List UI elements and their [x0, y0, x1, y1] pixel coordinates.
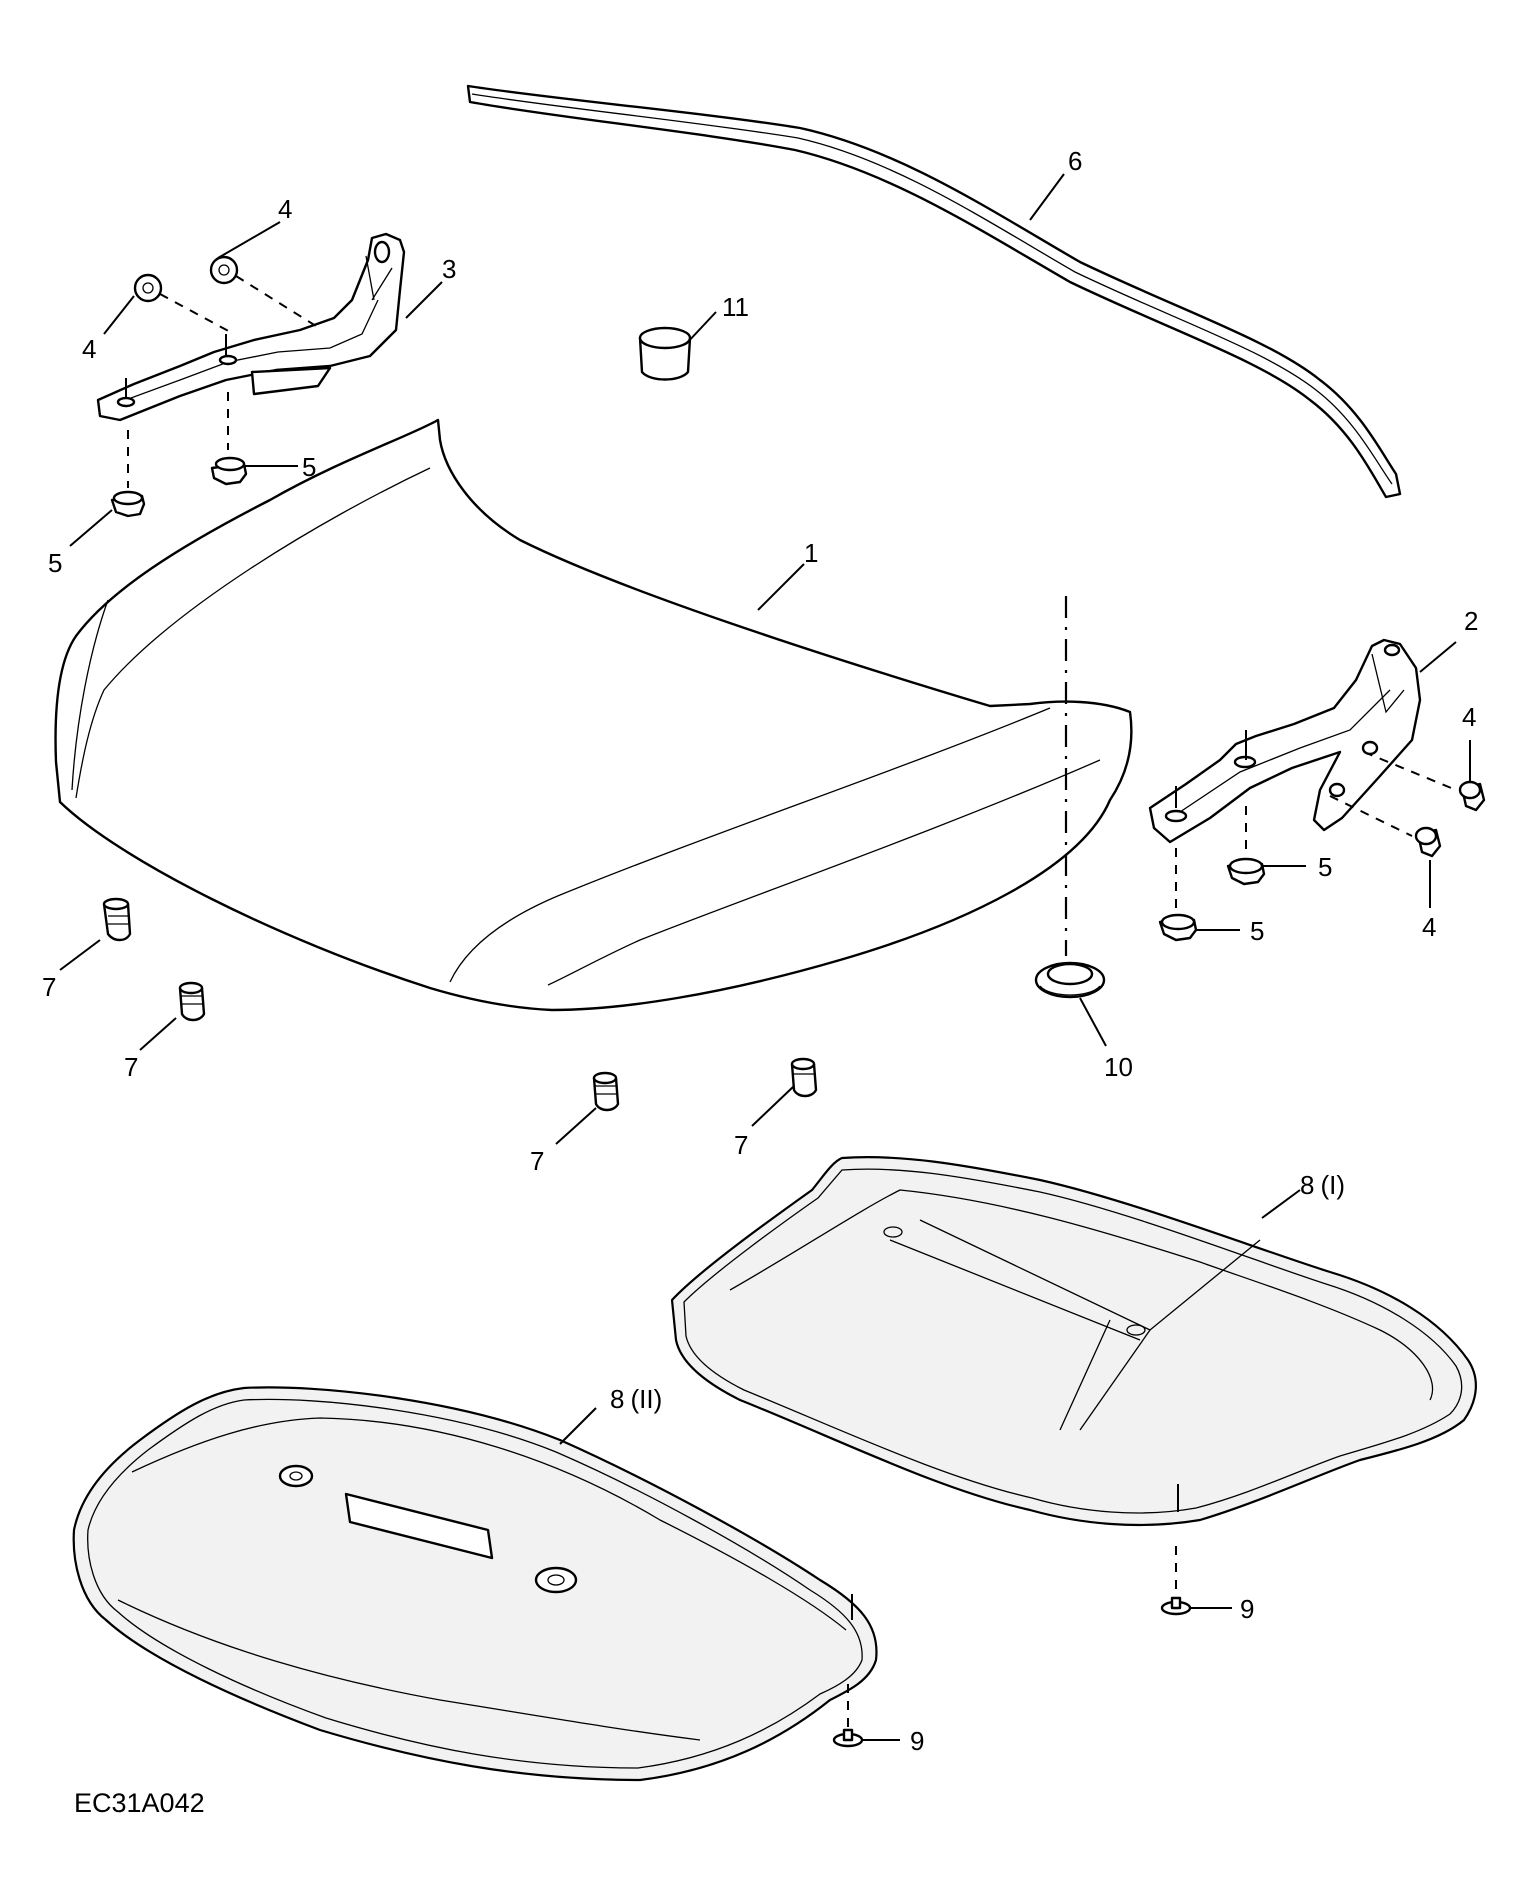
- callout-5-left: 5: [48, 548, 62, 578]
- callout-10: 10: [1104, 1052, 1133, 1082]
- callout-7-d: 7: [734, 1130, 748, 1160]
- callout-4-right-lower: 4: [1422, 912, 1436, 942]
- callout-11: 11: [722, 292, 749, 322]
- part-4-washers: [133, 255, 1486, 858]
- callout-9-right: 9: [1240, 1594, 1254, 1624]
- part-1-hood-panel: [54, 418, 1133, 1012]
- callout-4-upper-left: 4: [278, 194, 292, 224]
- callout-3: 3: [442, 254, 456, 284]
- part-8-ii-insulation-pad: [72, 1386, 878, 1782]
- callout-8-i: 8(I): [1300, 1170, 1345, 1200]
- part-10-grommet: [1034, 961, 1106, 999]
- callout-7-a: 7: [42, 972, 56, 1002]
- drawing-code: EC31A042: [74, 1788, 205, 1818]
- callout-2: 2: [1464, 606, 1478, 636]
- part-6-hood-seal: [466, 84, 1402, 499]
- part-9-clips: [832, 1596, 1192, 1748]
- leader-lines: [59, 173, 1471, 1741]
- callout-1: 1: [804, 538, 818, 568]
- part-3-left-hinge: [96, 232, 406, 422]
- callout-8-ii: 8(II): [610, 1384, 662, 1414]
- callout-7-c: 7: [530, 1146, 544, 1176]
- callout-6: 6: [1068, 146, 1082, 176]
- part-11-bump-stop: [638, 326, 692, 381]
- callout-5-right-lower: 5: [1250, 916, 1264, 946]
- assembly-lines: [125, 275, 1457, 1730]
- part-8-i-insulation-pad: [670, 1156, 1477, 1527]
- callout-5-right-upper: 5: [1318, 852, 1332, 882]
- callout-5-upper-left: 5: [302, 452, 316, 482]
- callout-9-left: 9: [910, 1726, 924, 1756]
- part-7-buffers: [102, 897, 818, 1112]
- part-5-nuts: [110, 456, 1266, 942]
- callout-4-right-upper: 4: [1462, 702, 1476, 732]
- callout-7-b: 7: [124, 1052, 138, 1082]
- callout-4-left: 4: [82, 334, 96, 364]
- part-2-right-hinge: [1148, 638, 1422, 844]
